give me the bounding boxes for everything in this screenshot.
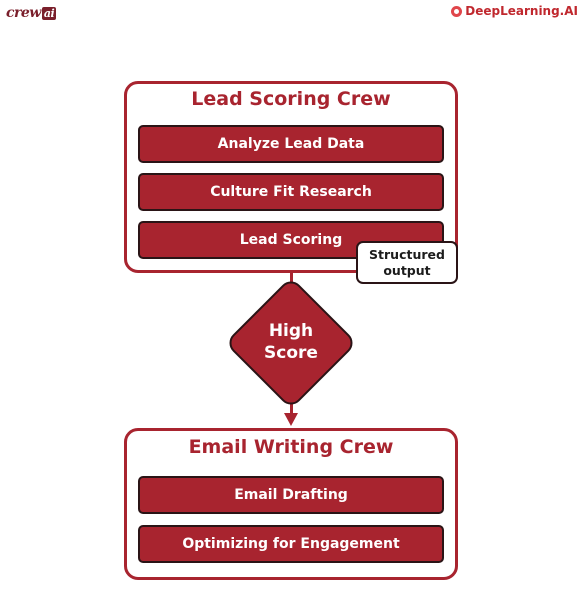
- task-culture-fit-research: Culture Fit Research: [138, 173, 444, 211]
- high-score-line2: Score: [264, 343, 318, 363]
- structured-output-badge: Structured output: [356, 241, 458, 284]
- task-lead-scoring: Lead Scoring: [138, 221, 444, 259]
- arrow-down-icon: [284, 413, 298, 426]
- lead-scoring-crew-title: Lead Scoring Crew: [191, 88, 391, 110]
- structured-output-line1: Structured: [369, 246, 445, 262]
- high-score-line1: High: [268, 321, 314, 341]
- task-optimizing-for-engagement: Optimizing for Engagement: [138, 525, 444, 563]
- crewai-logo-ai: ai: [41, 7, 57, 20]
- email-writing-crew-title: Email Writing Crew: [188, 436, 394, 458]
- crewai-logo-text: crew: [6, 5, 41, 21]
- task-email-drafting: Email Drafting: [138, 476, 444, 514]
- task-analyze-lead-data: Analyze Lead Data: [138, 125, 444, 163]
- high-score-label: High Score: [241, 320, 341, 364]
- structured-output-line2: output: [383, 262, 431, 278]
- email-writing-crew-box: Email Writing Crew Email Drafting Optimi…: [124, 428, 458, 580]
- deeplearning-logo: DeepLearning.AI: [451, 4, 578, 18]
- deeplearning-icon: [451, 5, 463, 17]
- lead-scoring-crew-box: Lead Scoring Crew Analyze Lead Data Cult…: [124, 81, 458, 273]
- deeplearning-logo-text: DeepLearning.AI: [465, 4, 578, 18]
